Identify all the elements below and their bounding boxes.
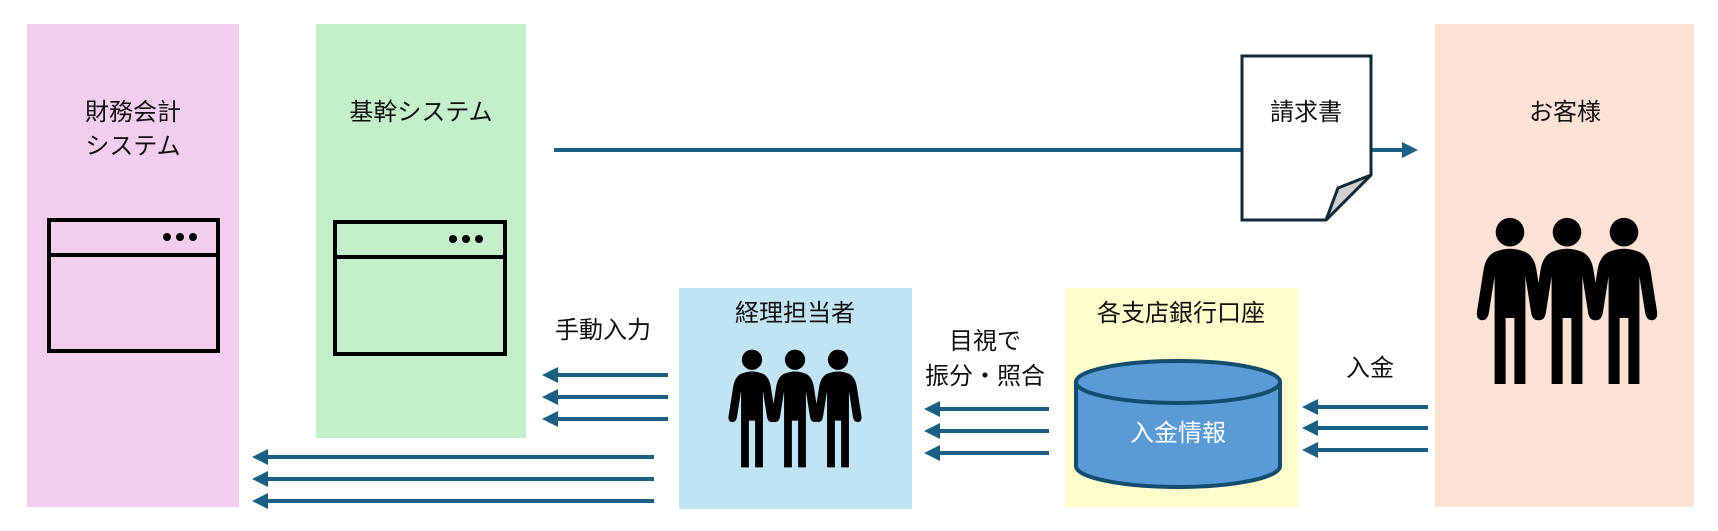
document-icon <box>1240 54 1373 222</box>
payment-arrows <box>1302 399 1428 458</box>
core-system-label: 基幹システム <box>349 98 493 126</box>
manual-input-arrows <box>542 367 668 427</box>
accounting-system-label-line2: システム <box>85 131 181 160</box>
accounting-system-label-line1: 財務会計 <box>85 98 181 126</box>
payment-info-label: 入金情報 <box>1130 419 1226 447</box>
visual-check-label: 目視で 振分・照合 <box>925 324 1045 394</box>
core-window-icon <box>333 220 507 356</box>
accounting-window-icon <box>47 218 220 353</box>
visual-check-label-line2: 振分・照合 <box>925 361 1045 390</box>
customers-icon <box>1476 217 1658 384</box>
accounting-system-label: 財務会計 システム <box>85 96 181 163</box>
accounting-staff-label: 経理担当者 <box>735 299 855 327</box>
invoice-label: 請求書 <box>1270 98 1342 126</box>
accounting-staff-icon <box>728 349 862 468</box>
payment-label: 入金 <box>1346 354 1394 382</box>
accounting-system-panel <box>27 24 239 507</box>
long-input-arrows <box>252 449 654 509</box>
core-system-panel <box>316 24 526 438</box>
database-cylinder-icon <box>1074 359 1282 489</box>
visual-check-arrows <box>924 401 1049 461</box>
manual-input-label: 手動入力 <box>555 316 651 344</box>
customers-label: お客様 <box>1529 98 1601 126</box>
bank-accounts-label: 各支店銀行口座 <box>1097 299 1265 327</box>
visual-check-label-line1: 目視で <box>949 327 1021 355</box>
